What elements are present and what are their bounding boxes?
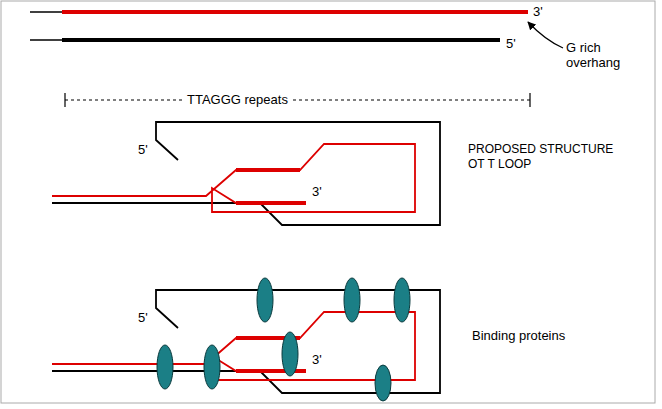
label: PROPOSED STRUCTURE OT T LOOP <box>468 142 618 172</box>
t-loop-proteins <box>52 278 440 401</box>
linear-telomere <box>30 12 563 107</box>
dimension-line <box>65 99 530 100</box>
label: 3' <box>312 352 322 367</box>
label: TTAGGG repeats <box>183 92 292 107</box>
label: 5' <box>138 310 148 325</box>
binding-protein <box>157 278 410 401</box>
label: G rich overhang <box>566 40 638 70</box>
g-strand <box>62 10 528 14</box>
label: 3' <box>312 184 322 199</box>
t-loop <box>52 122 440 225</box>
pointer-arrow <box>528 22 563 48</box>
label: 5' <box>506 36 516 51</box>
frame <box>1 1 655 403</box>
label: 5' <box>138 142 148 157</box>
label: Binding proteins <box>472 328 565 343</box>
dimension-ticks <box>65 93 530 107</box>
label: 3' <box>533 4 543 19</box>
c-strand <box>62 38 500 42</box>
